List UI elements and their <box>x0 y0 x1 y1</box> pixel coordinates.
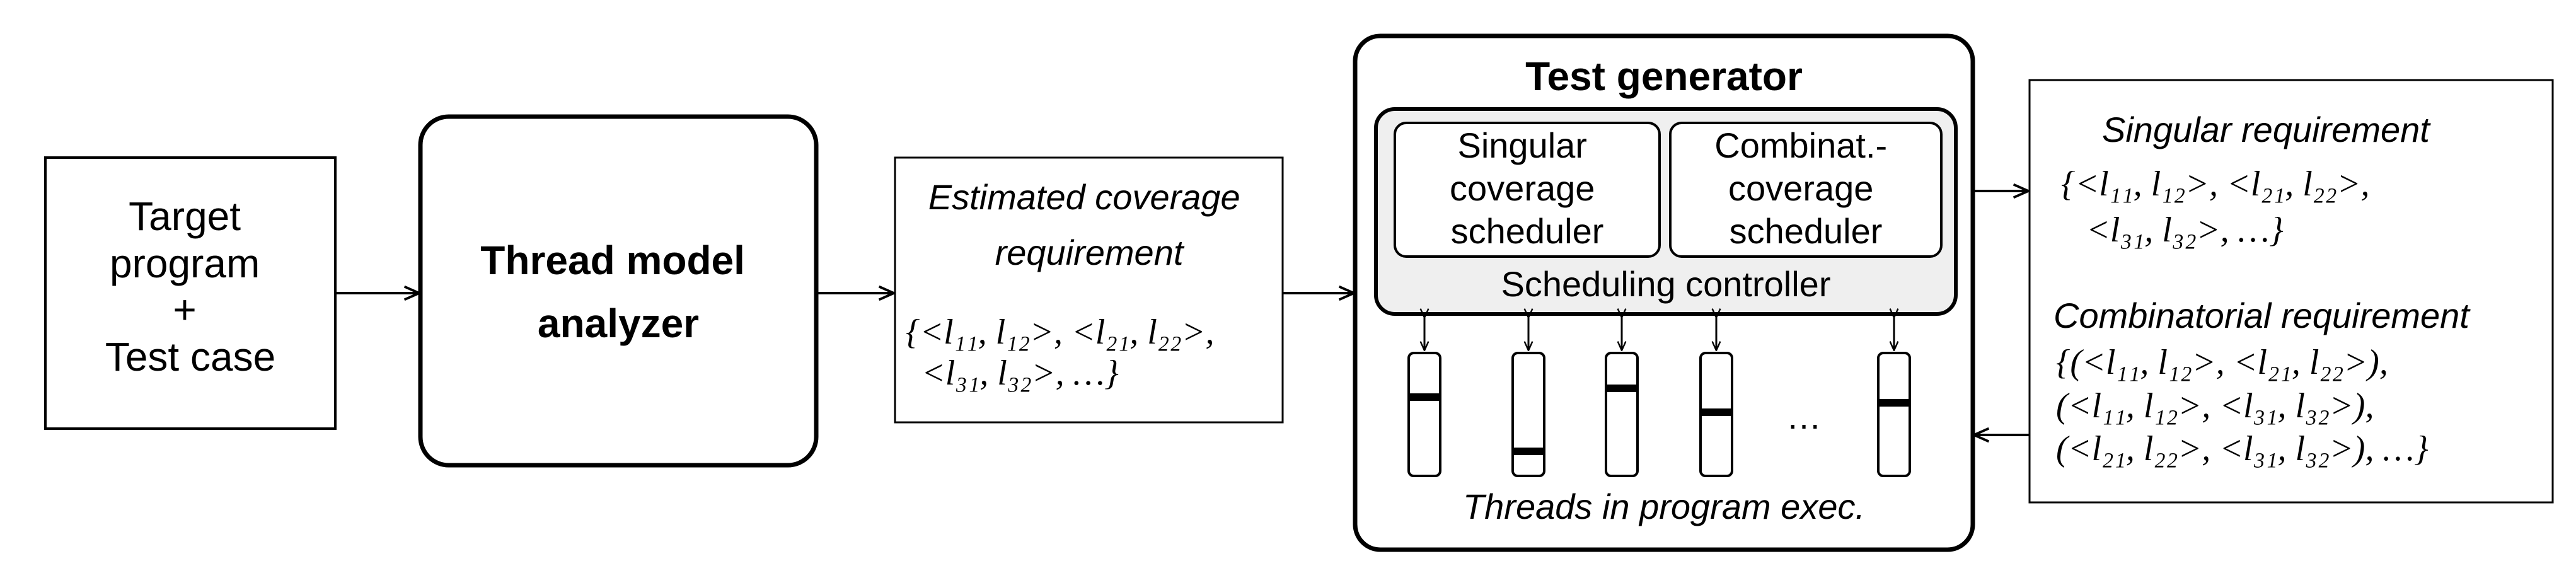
singular-scheduler-line-1: Singular <box>1457 125 1586 165</box>
combinat-scheduler-line-2: coverage <box>1728 168 1873 208</box>
thread-3 <box>1605 318 1639 477</box>
svg-text:{<l₁₁, l₁₂>, <l₂₁, l₂₂>,: {<l₁₁, l₁₂>, <l₂₁, l₂₂>, <l₃₁, l₃₂>, …} <box>906 313 1223 393</box>
estimated-formula-1: {<l₁₁, l₁₂>, <l₂₁, l₂₂>, <box>906 313 1215 352</box>
estimated-title-2: requirement <box>995 233 1185 272</box>
thread-2 <box>1511 318 1545 477</box>
svg-text:Target program +: Target program + Test case <box>105 194 275 379</box>
scheduling-controller-label: Scheduling controller <box>1501 264 1831 304</box>
target-line-2: program <box>110 241 260 286</box>
thread-model-analyzer-box: Thread model analyzer <box>418 114 819 468</box>
singular-scheduler-line-3: scheduler <box>1451 211 1604 251</box>
combinat-scheduler-line-3: scheduler <box>1730 211 1883 251</box>
combinatorial-formula-2: (<l₁₁, l₁₂>, <l₃₁, l₃₂>), <box>2056 386 2374 425</box>
threads-label: Threads in program exec. <box>1463 487 1865 526</box>
target-line-3: + <box>173 287 196 332</box>
svg-text:{(<l₁₁, l₁₂>, <l₂₁, l₂₂>),: {(<l₁₁, l₁₂>, <l₂₁, l₂₂>), (<l₁₁, l₁₂>, … <box>2056 343 2429 468</box>
analyzer-line-1: Thread model <box>480 238 745 283</box>
svg-text:Combinat.- coverage: Combinat.- coverage scheduler <box>1714 125 1897 251</box>
combinatorial-formula-3: (<l₂₁, l₂₂>, <l₃₁, l₃₂>), …} <box>2056 429 2429 468</box>
thread-n <box>1877 318 1911 477</box>
singular-scheduler-line-2: coverage <box>1450 168 1595 208</box>
target-program-box: Target program + Test case <box>44 156 337 430</box>
estimated-title-1: Estimated coverage <box>928 177 1240 217</box>
estimated-formula-2: <l₃₁, l₃₂>, …} <box>921 354 1119 393</box>
singular-formula-1: {<l₁₁, l₁₂>, <l₂₁, l₂₂>, <box>2061 165 2370 204</box>
singular-formula-2: <l₃₁, l₃₂>, …} <box>2086 211 2284 250</box>
singular-requirement-title: Singular requirement <box>2102 110 2431 149</box>
combinat-coverage-scheduler <box>1669 122 1943 258</box>
svg-text:Estimated coverage requi: Estimated coverage requirement <box>928 177 1250 272</box>
scheduling-controller-panel: Singular coverage scheduler Combinat.- c… <box>1374 107 1958 316</box>
estimated-coverage-box: Estimated coverage requirement {<l₁₁, l₁… <box>894 156 1284 424</box>
target-line-1: Target <box>129 194 241 239</box>
test-generator-title: Test generator <box>1525 54 1803 99</box>
coverage-requirement-output-box: Singular requirement {<l₁₁, l₁₂>, <l₂₁, … <box>2028 79 2554 504</box>
combinatorial-formula-1: {(<l₁₁, l₁₂>, <l₂₁, l₂₂>), <box>2056 343 2388 382</box>
analyzer-line-2: analyzer <box>538 301 699 346</box>
svg-text:Singular coverage: Singular coverage scheduler <box>1450 125 1605 251</box>
singular-coverage-scheduler <box>1394 122 1661 258</box>
svg-text:{<l₁₁, l₁₂>, <l₂₁, l₂₂>,: {<l₁₁, l₁₂>, <l₂₁, l₂₂>, <l₃₁, l₃₂>, …} <box>2061 165 2379 250</box>
combinatorial-requirement-title: Combinatorial requirement <box>2053 296 2471 335</box>
svg-text:Thread model analyzer: Thread model analyzer <box>480 238 756 346</box>
threads-ellipsis: … <box>1786 396 1822 436</box>
combinat-scheduler-line-1: Combinat.- <box>1714 125 1887 165</box>
thread-4 <box>1699 318 1733 477</box>
test-generator-box: Test generator Singular coverage schedul… <box>1353 33 1975 552</box>
target-line-4: Test case <box>105 334 275 379</box>
thread-1 <box>1407 318 1441 477</box>
